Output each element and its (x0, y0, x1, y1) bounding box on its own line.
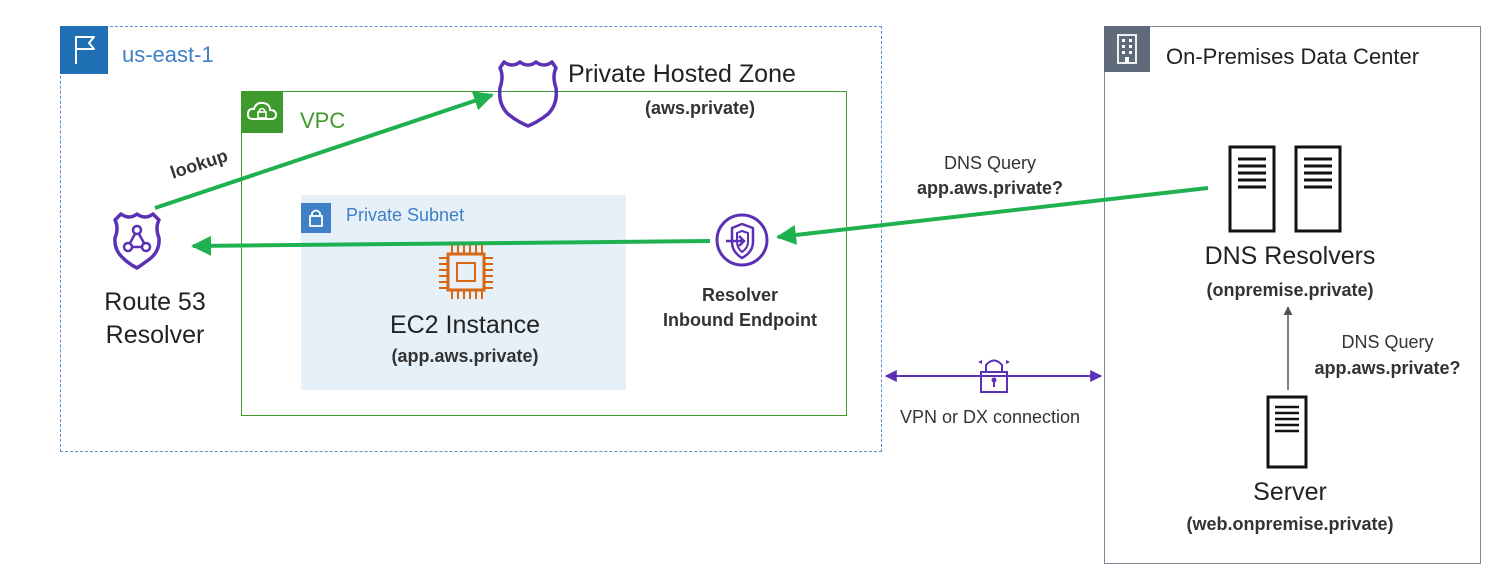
onprem-label: On-Premises Data Center (1166, 44, 1420, 69)
shield-icon (497, 60, 559, 128)
cloud-lock-icon (241, 91, 283, 133)
dns-resolvers-domain: (onpremise.private) (1206, 280, 1374, 300)
lookup-arrow (154, 91, 494, 210)
vpc-label: VPC (300, 108, 346, 133)
phz-domain: (aws.private) (644, 98, 756, 118)
chip-icon (439, 245, 493, 299)
on-premises-boundary (1104, 26, 1481, 564)
vpn-label: VPN or DX connection (899, 407, 1081, 427)
inbound-label-line2: Inbound Endpoint (663, 310, 817, 330)
ec2-title: EC2 Instance (389, 311, 541, 339)
server-title: Server (1253, 478, 1327, 506)
subnet-label: Private Subnet (346, 205, 465, 225)
query-top-line2: app.aws.private? (916, 178, 1064, 198)
query-bottom-line2: app.aws.private? (1314, 358, 1461, 378)
ec2-domain: (app.aws.private) (391, 346, 539, 366)
building-icon (1104, 26, 1150, 72)
route53-label-line2: Resolver (105, 321, 205, 349)
dns-resolvers-title: DNS Resolvers (1204, 242, 1376, 270)
lock-icon (301, 203, 331, 233)
phz-title: Private Hosted Zone (568, 60, 796, 88)
server-icon (1266, 395, 1308, 469)
region-label: us-east-1 (122, 42, 214, 67)
route53-label-line1: Route 53 (104, 288, 206, 316)
onprem-query-arrow (776, 186, 1209, 245)
server-icon (1228, 145, 1276, 233)
server-domain: (web.onpremise.private) (1186, 514, 1394, 534)
inbound-label-line1: Resolver (701, 285, 779, 305)
endpoint-to-route53-arrow (191, 235, 711, 256)
padlock-icon (978, 359, 1010, 393)
vpc-boundary (241, 91, 847, 416)
endpoint-icon (715, 213, 769, 267)
route53-shield-icon (113, 212, 161, 270)
region-us-east-1-boundary (60, 26, 882, 452)
query-bottom-line1: DNS Query (1341, 332, 1434, 352)
server-icon (1294, 145, 1342, 233)
flag-icon (60, 26, 108, 74)
query-top-line1: DNS Query (943, 153, 1037, 173)
